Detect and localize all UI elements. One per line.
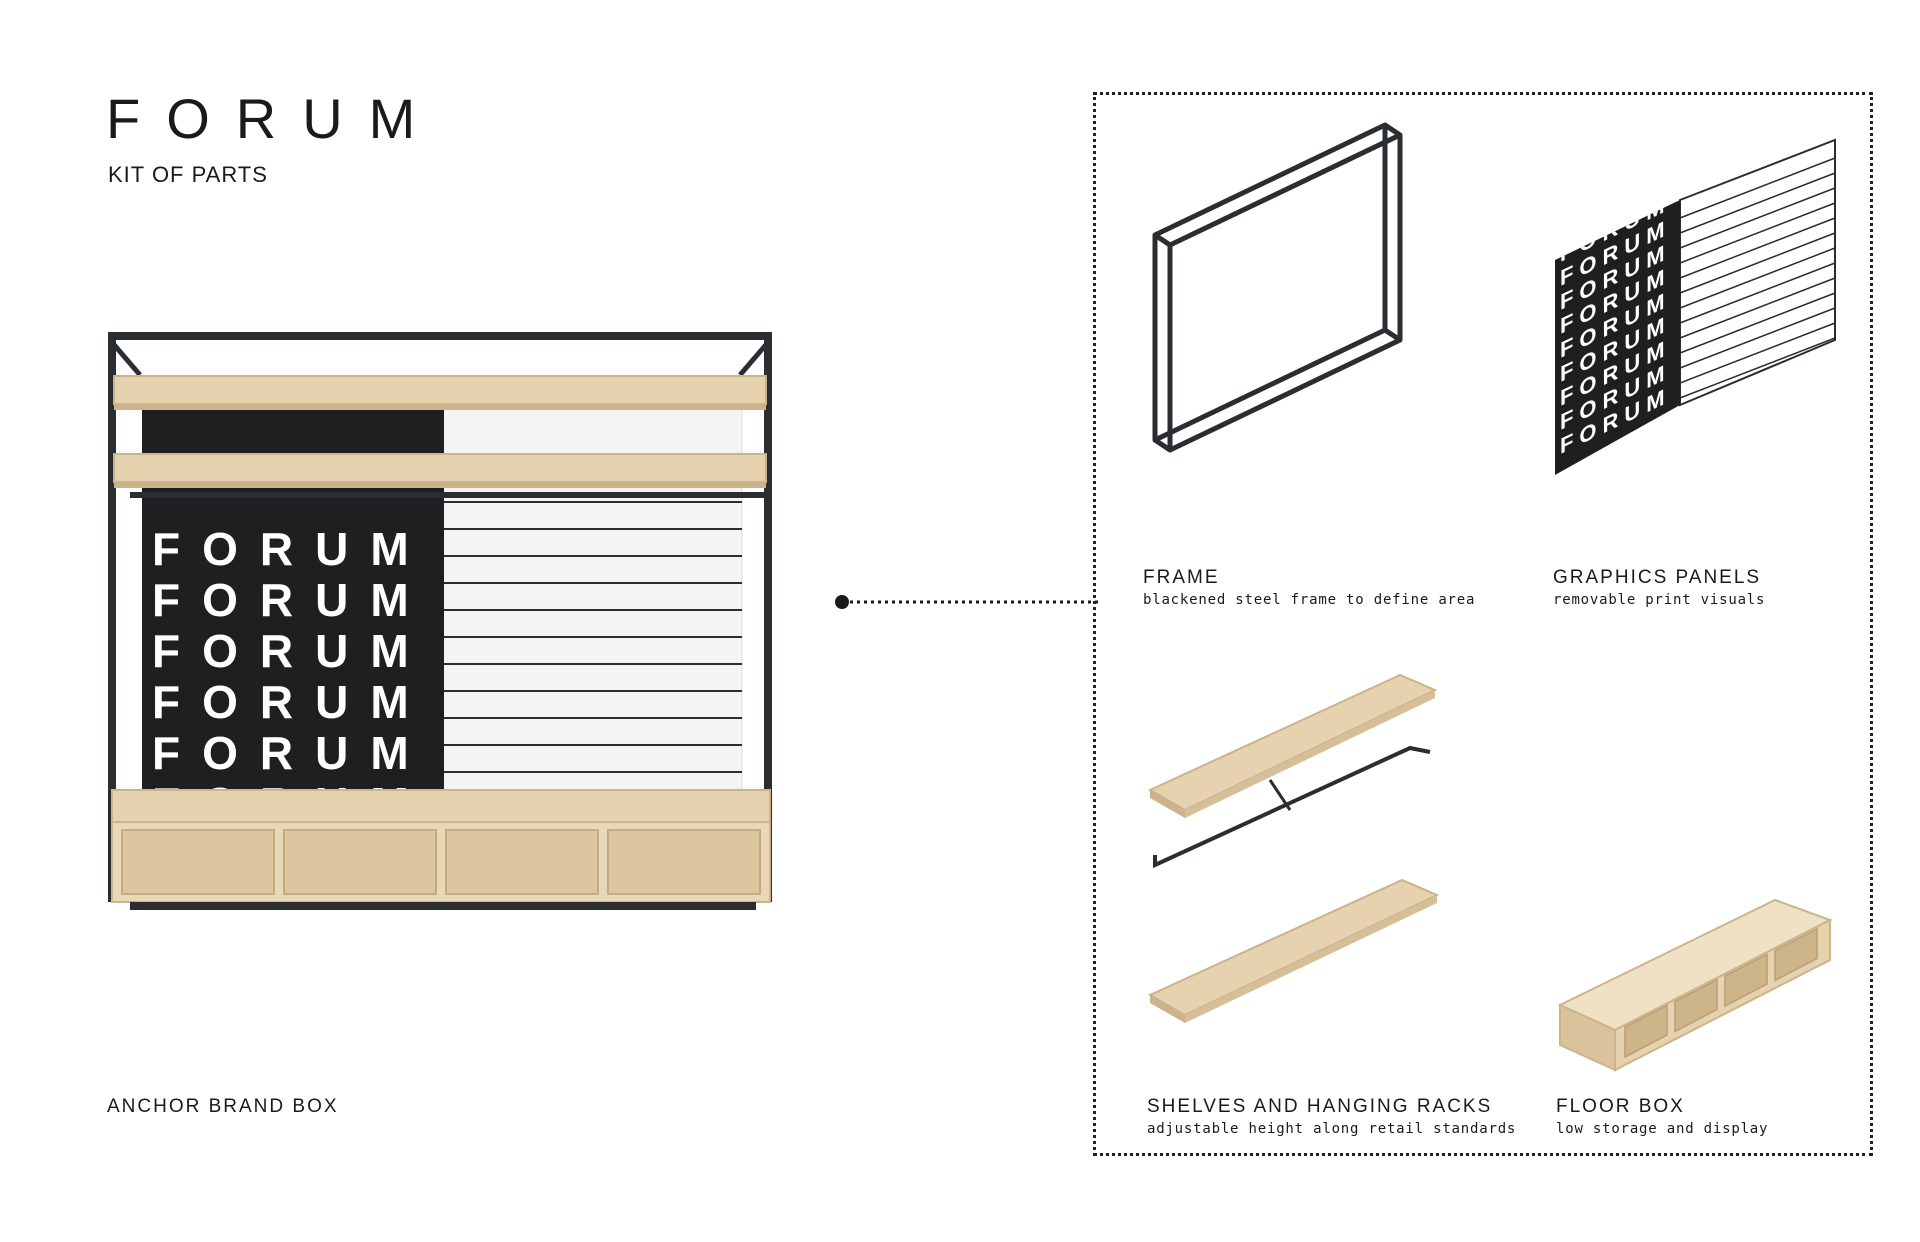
shelves-description: adjustable height along retail standards [1147, 1121, 1517, 1137]
panel-slat [1679, 202, 1836, 264]
panel-slat [1679, 217, 1836, 279]
panel-slat [1679, 337, 1836, 399]
frame-top-bar [110, 332, 770, 340]
component-frame-caption: FRAME blackened steel frame to define ar… [1143, 567, 1475, 608]
floor-box-component-cubby [1674, 978, 1718, 1033]
component-shelves-caption: SHELVES AND HANGING RACKS adjustable hei… [1147, 1096, 1516, 1137]
frame-left-post [108, 332, 116, 902]
panel-slat [1679, 322, 1836, 384]
component-graphics-caption: GRAPHICS PANELS removable print visuals [1553, 567, 1765, 608]
frame-illustration [1152, 122, 1403, 453]
shelf-middle [113, 453, 767, 483]
floorbox-title: FLOOR BOX [1556, 1096, 1685, 1117]
floor-box-cubby [445, 829, 599, 895]
panel-slat [1679, 277, 1836, 339]
floor-box-top [111, 789, 771, 823]
floor-box-illustration [1557, 898, 1833, 1072]
brand-title: FORUM [106, 87, 442, 150]
shelves-title: SHELVES AND HANGING RACKS [1147, 1096, 1493, 1117]
leader-line [835, 595, 1098, 609]
panel-word: FORUM [152, 574, 431, 626]
frame-description: blackened steel frame to define area [1143, 592, 1476, 608]
hanging-rail [130, 492, 764, 498]
kit-of-parts-box [1093, 92, 1873, 1156]
floor-box-cubby [121, 829, 275, 895]
floor-box-cubby [607, 829, 761, 895]
panel-slat [1679, 187, 1836, 249]
brand-subtitle: KIT OF PARTS [108, 162, 268, 187]
graphics-description: removable print visuals [1553, 592, 1766, 608]
graphics-title: GRAPHICS PANELS [1553, 567, 1762, 588]
floorbox-description: low storage and display [1556, 1121, 1769, 1137]
floor-box-component-cubby [1774, 927, 1818, 982]
panel-slat [1679, 292, 1836, 354]
shelves-racks-illustration [1147, 673, 1440, 1023]
panel-word: FORUM [152, 676, 431, 728]
floor-box-component-cubby [1624, 1004, 1668, 1059]
floor-box-cubby [283, 829, 437, 895]
panel-slat [1679, 157, 1836, 219]
frame-title: FRAME [1143, 567, 1220, 588]
graphics-panel-black [1555, 200, 1680, 475]
floor-box-plinth [130, 902, 756, 910]
panel-word: FORUM [152, 727, 431, 779]
panel-slat [1679, 232, 1836, 294]
panel-slat [1679, 247, 1836, 309]
slat-wall [442, 501, 742, 773]
panel-slat [1679, 172, 1836, 234]
shelf-upper [113, 375, 767, 405]
frame-right-post [764, 332, 772, 902]
graphics-panel-illustration: FORUMFORUMFORUMFORUMFORUMFORUMFORUMFORUM… [1555, 138, 1836, 475]
floor-box-component-cubby [1724, 953, 1768, 1008]
panel-slat [1679, 307, 1836, 369]
anchor-brand-box-label: ANCHOR BRAND BOX [107, 1096, 339, 1117]
panel-word: FORUM [152, 523, 431, 575]
panel-word: FORUM [152, 625, 431, 677]
component-floorbox-caption: FLOOR BOX low storage and display [1556, 1096, 1768, 1137]
panel-slat [1679, 262, 1836, 324]
